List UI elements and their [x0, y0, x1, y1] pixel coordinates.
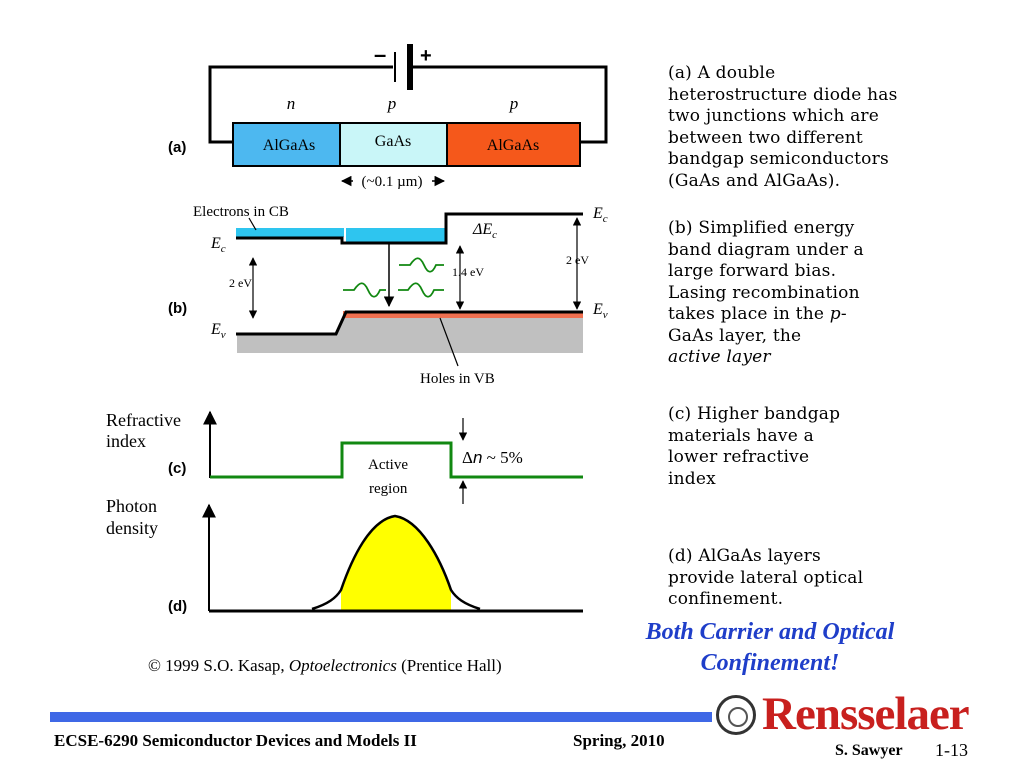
layer-1-material: AlGaAs: [263, 137, 315, 154]
photon-density-curve: [311, 514, 481, 611]
description-d: (d) AlGaAs layers provide lateral optica…: [668, 546, 864, 609]
battery-plus: +: [420, 45, 432, 67]
description-c: (c) Higher bandgap materials have a lowe…: [668, 404, 841, 489]
layer-3-material: AlGaAs: [487, 137, 539, 154]
logo-wordmark: Rensselaer: [762, 688, 970, 740]
refractive-ylabel-2: index: [106, 431, 146, 451]
conduction-band-edge: [236, 212, 583, 245]
description-b: (b) Simplified energy band diagram under…: [668, 218, 864, 367]
copyright-notice: © 1999 S.O. Kasap, Optoelectronics (Pren…: [148, 656, 502, 675]
panel-label-b: (b): [168, 300, 187, 317]
active-region-label-1: Active: [368, 457, 408, 473]
battery-minus: –: [374, 42, 386, 67]
photon-ylabel-2: density: [106, 518, 158, 538]
course-title: ECSE-6290 Semiconductor Devices and Mode…: [54, 731, 417, 750]
holes-label: Holes in VB: [420, 371, 495, 387]
gap-right-label: 2 eV: [566, 253, 589, 267]
term-label: Spring, 2010: [573, 731, 665, 750]
conclusion-text: Both Carrier and Optical Confinement!: [645, 619, 895, 676]
layer-1-type: n: [287, 94, 296, 113]
layer-n-algaas: [232, 122, 341, 167]
layer-p-algaas: [446, 122, 581, 167]
thickness-label: (~0.1 µm): [362, 174, 423, 190]
circuit-wires: [208, 65, 608, 144]
ev-right-label: Ev: [592, 301, 608, 321]
panel-label-a: (a): [168, 139, 186, 156]
holes-pointer: [439, 317, 459, 367]
seal-icon: [716, 695, 756, 735]
rensselaer-logo: Rensselaer: [716, 688, 1006, 740]
electrons-region-left: [236, 228, 344, 237]
ev-left-label: Ev: [210, 321, 226, 341]
refractive-index-profile: [210, 441, 583, 479]
layer-2-material: GaAs: [375, 133, 411, 150]
battery-icon: [394, 44, 413, 90]
valence-band-edge: [236, 310, 583, 336]
photon-wave-icon: [343, 257, 444, 298]
electrons-label: Electrons in CB: [193, 204, 289, 220]
layer-3-type: p: [509, 94, 519, 113]
photon-density-fill: [341, 516, 451, 611]
photon-ylabel-1: Photon: [106, 496, 157, 516]
author-name: S. Sawyer: [835, 742, 903, 759]
layer-2-type: p: [387, 94, 397, 113]
electrons-pointer: [248, 217, 257, 231]
delta-n-label: Δn ~ 5%: [462, 448, 523, 467]
gap-mid-label: 1.4 eV: [452, 265, 484, 279]
valence-band-fill-step: [237, 315, 583, 335]
panel-label-c: (c): [168, 460, 186, 477]
delta-ec-label: ΔEc: [472, 221, 497, 241]
ec-right-label: Ec: [592, 205, 608, 225]
gap-left-label: 2 eV: [229, 276, 252, 290]
active-region-label-2: region: [369, 481, 408, 497]
footer-accent-bar: [50, 712, 712, 722]
panel-label-d: (d): [168, 598, 187, 615]
holes-region: [343, 311, 583, 318]
description-a: (a) A double heterostructure diode has t…: [668, 63, 898, 191]
refractive-ylabel-1: Refractive: [106, 410, 181, 430]
ec-left-label: Ec: [210, 235, 226, 255]
electrons-region-right: [346, 228, 447, 242]
slide-number: 1-13: [935, 740, 968, 760]
